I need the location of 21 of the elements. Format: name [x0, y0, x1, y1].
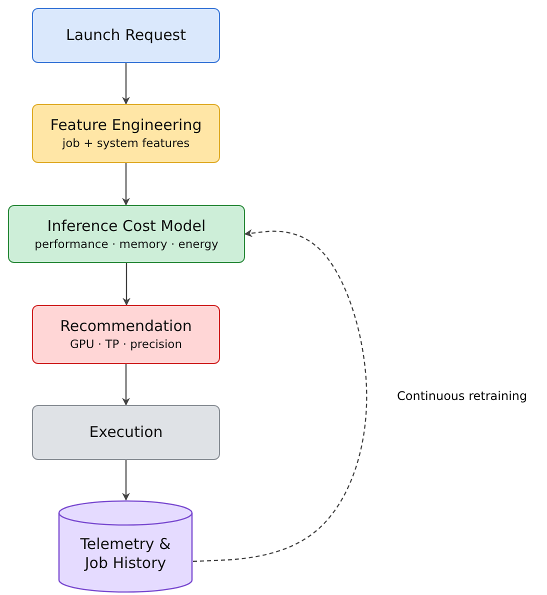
arrow [122, 460, 130, 501]
arrow [192, 229, 368, 562]
feature-box [32, 104, 220, 163]
node-subtitle: performance · memory · energy [34, 236, 218, 252]
node-subtitle: GPU · TP · precision [70, 336, 182, 352]
arrow [122, 364, 130, 406]
execution-box [32, 405, 220, 460]
node-subtitle: job + system features [62, 135, 190, 151]
node-title: Telemetry & Job History [79, 534, 172, 572]
node-title: Launch Request [66, 26, 186, 45]
arrow [122, 263, 130, 306]
edge-label: Continuous retraining [395, 388, 530, 404]
node-title: Execution [89, 423, 163, 442]
arrow [122, 63, 130, 105]
node-title: Feature Engineering [50, 116, 202, 135]
node-title: Inference Cost Model [47, 216, 206, 236]
model-box [8, 205, 245, 263]
arrow [122, 163, 130, 206]
recommendation-box [32, 305, 220, 364]
node-title: Recommendation [60, 317, 192, 336]
request-box [32, 8, 220, 63]
